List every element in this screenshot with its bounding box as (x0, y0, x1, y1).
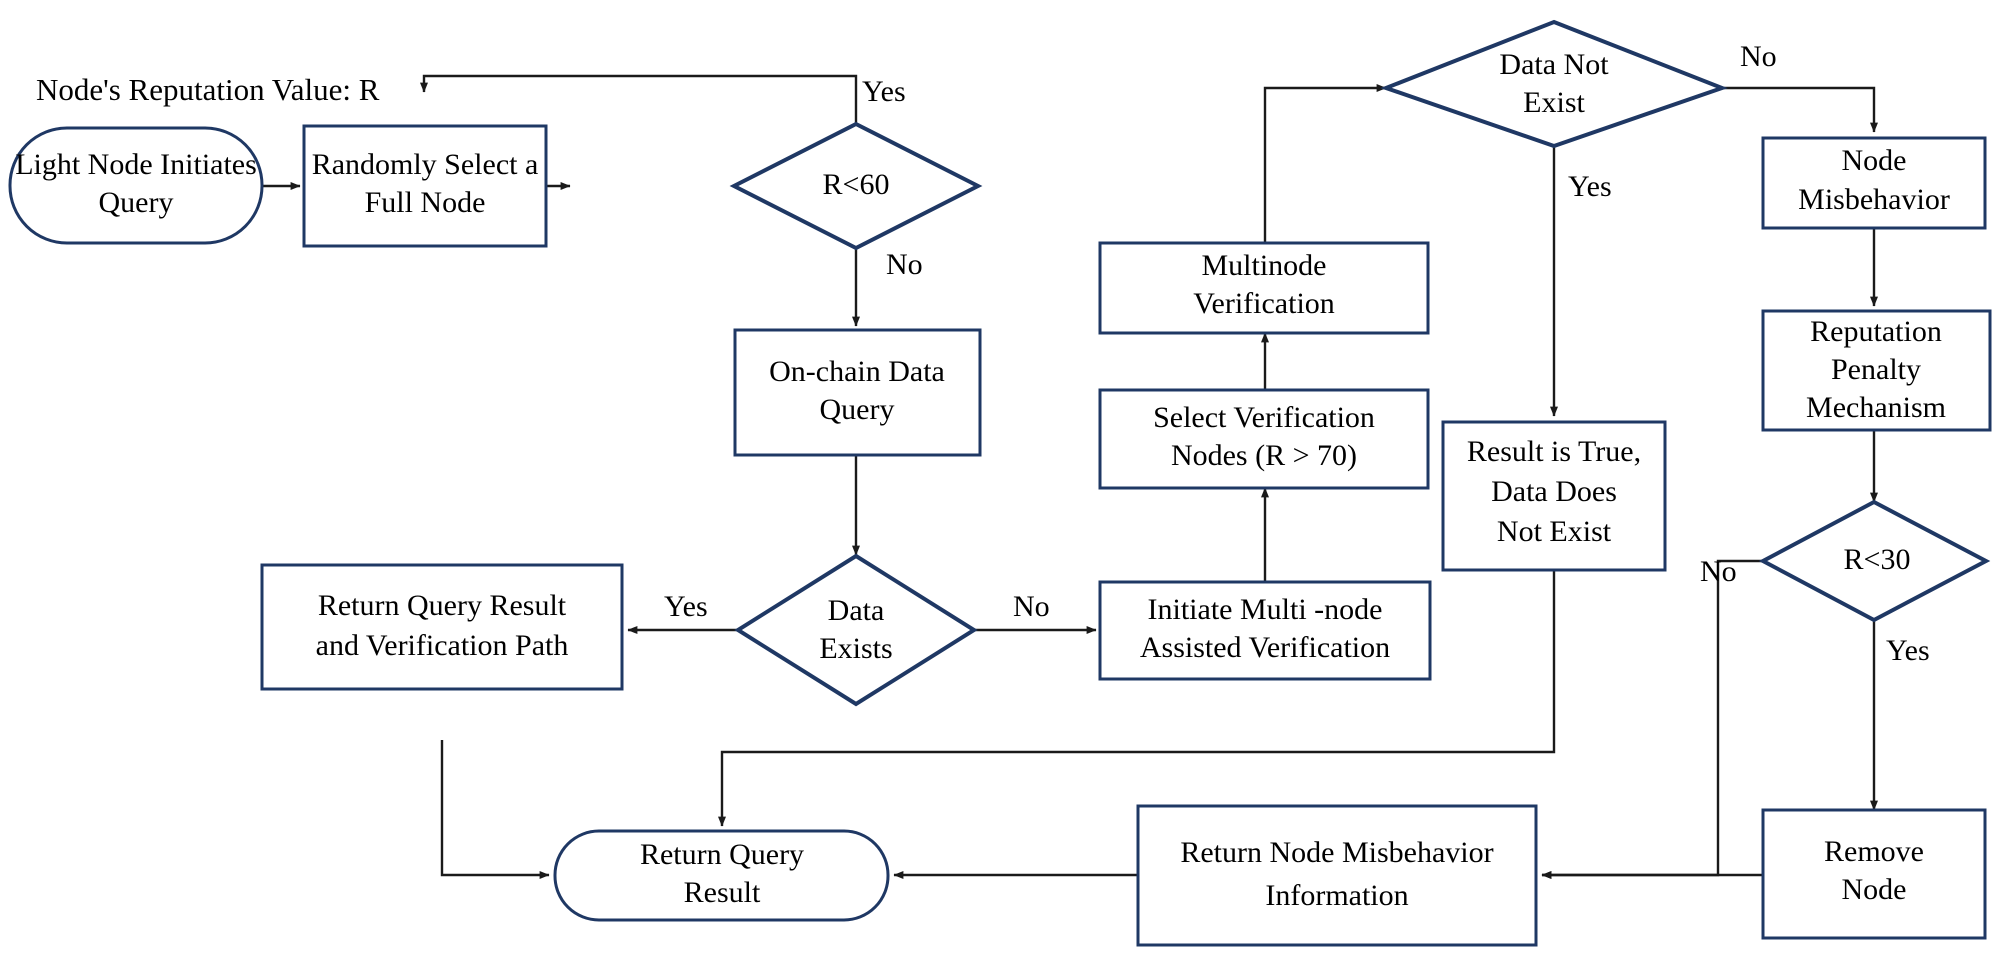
node-misbehavior-line-0: Node (1842, 144, 1907, 177)
edge-verificationpath-to-returnquery (440, 740, 550, 879)
node-return-query-result-and-verification-path[interactable]: Return Query Result and Verification Pat… (260, 563, 624, 691)
node-data-exists[interactable]: Data Exists (734, 553, 978, 707)
node-data-not-exist[interactable]: Data Not Exist (1380, 19, 1728, 149)
result-is-true-data-does-not-exist-line-1: Data Does (1491, 475, 1617, 508)
return-query-result-and-verification-path-shape (260, 563, 624, 691)
node-r-lt-60[interactable]: R<60 (729, 121, 983, 251)
edge-label-data-exists-no: No (1013, 590, 1050, 623)
node-r-lt-30[interactable]: R<30 (1758, 499, 1991, 623)
r-lt-30-shape (1758, 499, 1991, 623)
node-light-node-initiates-query[interactable]: Light Node Initiates Query (8, 126, 264, 245)
edge-label-r60-no: No (886, 248, 923, 281)
light-node-initiates-query-shape (8, 126, 264, 245)
remove-node-shape (1761, 808, 1987, 940)
randomly-select-full-node-line-0: Randomly Select a (312, 148, 539, 181)
edge-r30-no (1541, 559, 1763, 879)
r-lt-30-line-0: R<30 (1844, 543, 1911, 576)
multinode-verification-line-0: Multinode (1202, 249, 1327, 282)
select-verification-nodes-shape (1098, 388, 1430, 490)
data-not-exist-shape (1380, 19, 1728, 149)
result-is-true-data-does-not-exist-line-2: Not Exist (1497, 515, 1612, 548)
r-lt-60-line-0: R<60 (823, 168, 890, 201)
edge-labels: Yes No Yes No No Yes No Yes (664, 40, 1930, 667)
reputation-penalty-mechanism-line-2: Mechanism (1806, 391, 1946, 424)
return-node-misbehavior-information-line-1: Information (1265, 879, 1408, 912)
reputation-penalty-mechanism-shape (1761, 309, 1992, 432)
node-result-is-true-data-does-not-exist[interactable]: Result is True, Data Does Not Exist (1441, 420, 1667, 572)
data-exists-line-0: Data (828, 594, 885, 627)
node-on-chain-data-query[interactable]: On-chain Data Query (733, 328, 982, 457)
multinode-verification-shape (1098, 241, 1430, 335)
node-misbehavior-shape (1761, 136, 1987, 230)
on-chain-data-query-line-0: On-chain Data (769, 355, 945, 388)
return-query-result-line-0: Return Query (640, 838, 804, 871)
edge-label-r30-yes: Yes (1886, 634, 1930, 667)
return-query-result-line-1: Result (684, 876, 761, 909)
multinode-verification-line-1: Verification (1193, 287, 1335, 320)
remove-node-line-0: Remove (1824, 835, 1924, 868)
select-verification-nodes-line-1: Nodes (R > 70) (1171, 439, 1357, 472)
return-query-result-and-verification-path-line-1: and Verification Path (316, 629, 569, 662)
data-not-exist-line-1: Exist (1523, 86, 1585, 119)
node-select-verification-nodes[interactable]: Select Verification Nodes (R > 70) (1098, 388, 1430, 490)
data-not-exist-line-0: Data Not (1499, 48, 1609, 81)
randomly-select-full-node-shape (302, 124, 548, 248)
node-initiate-multi-node-assisted-verification[interactable]: Initiate Multi -node Assisted Verificati… (1098, 580, 1432, 681)
reputation-penalty-mechanism-line-1: Penalty (1831, 353, 1921, 386)
edge-label-r60-yes: Yes (862, 75, 906, 108)
node-misbehavior-line-1: Misbehavior (1798, 183, 1950, 216)
return-query-result-shape (553, 829, 890, 922)
edge-resulttrue-to-returnquery (718, 570, 1556, 827)
reputation-penalty-mechanism-line-0: Reputation (1810, 315, 1942, 348)
return-node-misbehavior-information-line-0: Return Node Misbehavior (1180, 836, 1493, 869)
light-node-initiates-query-line-1: Query (99, 186, 174, 219)
reputation-value-caption: Node's Reputation Value: R (36, 72, 380, 107)
select-verification-nodes-line-0: Select Verification (1153, 401, 1375, 434)
initiate-multi-node-assisted-verification-shape (1098, 580, 1432, 681)
return-query-result-and-verification-path-line-0: Return Query Result (318, 589, 567, 622)
r-lt-60-shape (729, 121, 983, 251)
on-chain-data-query-shape (733, 328, 982, 457)
node-return-node-misbehavior-information[interactable]: Return Node Misbehavior Information (1136, 804, 1538, 947)
node-node-misbehavior[interactable]: Node Misbehavior (1761, 136, 1987, 230)
edge-label-data-not-exist-no: No (1740, 40, 1777, 73)
return-node-misbehavior-information-shape (1136, 804, 1538, 947)
result-is-true-data-does-not-exist-shape (1441, 420, 1667, 572)
node-multinode-verification[interactable]: Multinode Verification (1098, 241, 1430, 335)
edge-label-r30-no: No (1700, 555, 1737, 588)
randomly-select-full-node-line-1: Full Node (365, 186, 486, 219)
edge-multinode-to-datanotexist (1263, 84, 1387, 243)
remove-node-line-1: Node (1842, 873, 1907, 906)
node-randomly-select-full-node[interactable]: Randomly Select a Full Node (302, 124, 548, 248)
node-return-query-result[interactable]: Return Query Result (553, 829, 890, 922)
node-reputation-penalty-mechanism[interactable]: Reputation Penalty Mechanism (1761, 309, 1992, 432)
edge-label-data-not-exist-yes: Yes (1568, 170, 1612, 203)
data-exists-shape (734, 553, 978, 707)
edge-label-data-exists-yes: Yes (664, 590, 708, 623)
node-remove-node[interactable]: Remove Node (1761, 808, 1987, 940)
initiate-multi-node-assisted-verification-line-0: Initiate Multi -node (1148, 593, 1383, 626)
light-node-initiates-query-line-0: Light Node Initiates (15, 148, 257, 181)
on-chain-data-query-line-1: Query (820, 393, 895, 426)
data-exists-line-1: Exists (819, 632, 892, 665)
edge-datanotexist-no (1722, 86, 1878, 133)
result-is-true-data-does-not-exist-line-0: Result is True, (1467, 435, 1641, 468)
initiate-multi-node-assisted-verification-line-1: Assisted Verification (1140, 631, 1390, 664)
